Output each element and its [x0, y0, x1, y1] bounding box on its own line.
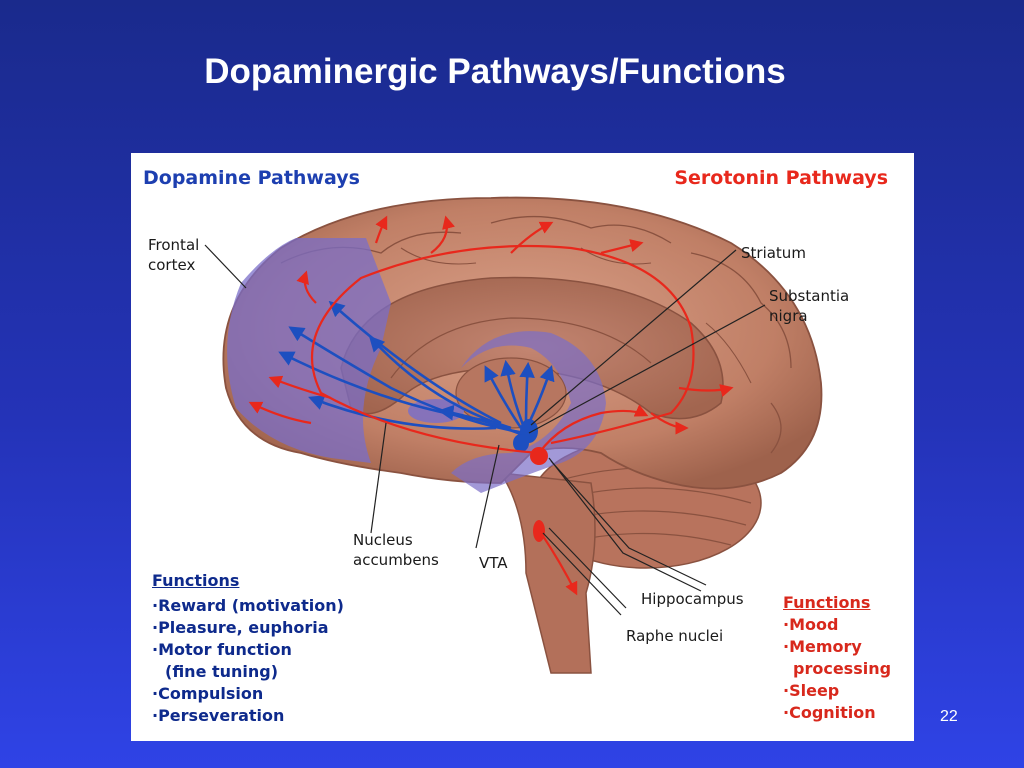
label-vta: VTA: [479, 554, 508, 572]
dopamine-pathways: [278, 300, 555, 438]
dopamine-function-item: ·Compulsion: [152, 684, 264, 703]
raphe-upper-node: [530, 447, 548, 465]
label-frontal-cortex: Frontal cortex: [148, 236, 200, 274]
dopamine-function-item: ·Reward (motivation): [152, 596, 344, 615]
striatum-overlay: [451, 331, 606, 493]
serotonin-function-item: ·Mood: [783, 615, 839, 634]
serotonin-pathways-header: Serotonin Pathways: [674, 167, 888, 189]
vta-node: [513, 434, 529, 452]
dopamine-functions-heading: Functions: [152, 571, 240, 590]
label-leader-lines: [204, 244, 766, 616]
slide-title: Dopaminergic Pathways/Functions: [204, 52, 786, 91]
serotonin-functions-heading: Functions: [783, 593, 871, 612]
label-striatum: Striatum: [741, 244, 806, 262]
serotonin-function-item: ·Cognition: [783, 703, 876, 722]
brain-illustration: [204, 196, 823, 674]
serotonin-function-item: processing: [793, 659, 892, 678]
dopamine-function-item: ·Pleasure, euphoria: [152, 618, 329, 637]
label-substantia-nigra: Substantia nigra: [769, 287, 850, 325]
dopamine-function-item: ·Perseveration: [152, 706, 285, 725]
serotonin-pathways: [248, 215, 734, 596]
raphe-lower-node: [533, 520, 545, 542]
serotonin-function-item: ·Sleep: [783, 681, 840, 700]
label-nucleus-accumbens: Nucleus accumbens: [353, 531, 439, 569]
serotonin-function-item: ·Memory: [783, 637, 862, 656]
label-hippocampus: Hippocampus: [641, 590, 744, 608]
brain-pathways-figure: Dopamine Pathways Serotonin Pathways Fro…: [131, 153, 914, 741]
dopamine-function-item: ·Motor function: [152, 640, 292, 659]
brainstem: [499, 472, 596, 674]
dopamine-pathways-header: Dopamine Pathways: [143, 167, 360, 189]
label-raphe-nuclei: Raphe nuclei: [626, 627, 724, 645]
dopamine-function-item: (fine tuning): [165, 662, 279, 681]
serotonin-functions-list: Functions ·Mood ·Memory processing ·Slee…: [783, 593, 891, 724]
dopamine-functions-list: Functions ·Reward (motivation) ·Pleasure…: [152, 571, 344, 727]
page-number: 22: [940, 708, 958, 725]
